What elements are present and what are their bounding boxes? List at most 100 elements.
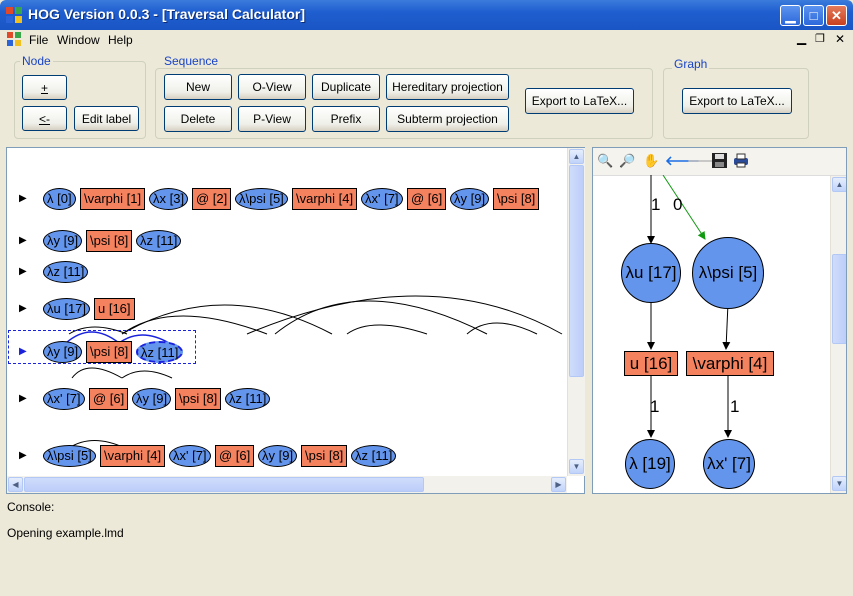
graph-vscrollbar[interactable]: ▲ ▼ [830,176,846,493]
sequence-node[interactable]: λz [11] [225,388,271,410]
graph-panel[interactable]: 🔍 🔎 ✋ 🡐 🡒 1 0 1 1 λu [17] λ\psi [5] u [1… [592,147,847,494]
minimize-icon: ▁ [785,8,796,23]
sequence-node[interactable]: \varphi [4] [292,188,358,210]
sequences-hscroll-thumb[interactable] [24,477,424,492]
menu-window[interactable]: Window [57,33,100,47]
menu-file[interactable]: File [29,33,49,47]
edit-label-button[interactable]: Edit label [74,106,139,131]
menu-help[interactable]: Help [108,33,133,47]
sequence-list: ▶λ [0]\varphi [1]λx [3]@ [2]λ\psi [5]\va… [19,188,540,467]
sequence-node[interactable]: λ\psi [5] [235,188,288,210]
mdi-minimize-icon[interactable]: ▁ [797,31,807,45]
graph-scroll-up-icon[interactable]: ▲ [832,177,846,192]
delete-sequence-button[interactable]: Delete [164,106,232,132]
sequence-node[interactable]: u [16] [94,298,135,320]
sequence-node[interactable]: λy [9] [258,445,298,467]
sequence-node[interactable]: @ [6] [215,445,255,467]
sequences-hscrollbar[interactable]: ◀ ▶ [7,476,567,493]
graph-export-latex-button[interactable]: Export to LaTeX... [682,88,792,114]
zoom-out-icon[interactable]: 🔎 [619,153,636,168]
back-arrow-icon[interactable]: 🡐 [665,153,700,168]
sequence-row-arrow-icon[interactable]: ▶ [19,303,27,314]
graph-group [663,68,809,139]
sequence-node[interactable]: λ [0] [43,188,76,210]
scroll-down-icon[interactable]: ▼ [569,459,584,474]
graph-node[interactable]: λ [19] [625,439,675,489]
sequence-node[interactable]: λy [9] [43,230,83,252]
scroll-right-icon[interactable]: ▶ [551,477,566,492]
sequence-node[interactable]: \varphi [4] [100,445,166,467]
menu-bar: File Window Help ▁ ❐ ✕ [0,30,853,50]
new-sequence-button[interactable]: New [164,74,232,100]
sequence-node[interactable]: λx [3] [149,188,189,210]
add-node-button[interactable]: + [22,75,67,100]
pan-hand-icon[interactable]: ✋ [643,153,660,168]
sequence-row-arrow-icon[interactable]: ▶ [19,193,27,204]
sequence-node[interactable]: @ [2] [192,188,232,210]
graph-node[interactable]: λu [17] [621,243,681,303]
sequence-row-arrow-icon[interactable]: ▶ [19,346,27,357]
print-icon[interactable] [733,153,749,169]
node-group [14,61,146,139]
sequence-row-arrow-icon[interactable]: ▶ [19,235,27,246]
sequence-node[interactable]: λz [11] [136,341,184,363]
sequence-row-arrow-icon[interactable]: ▶ [19,266,27,277]
forward-arrow-icon[interactable]: 🡒 [687,153,722,168]
remove-last-node-button[interactable]: <- [22,106,67,131]
graph-node[interactable]: u [16] [624,351,678,376]
scroll-up-icon[interactable]: ▲ [569,149,584,164]
sequence-node[interactable]: λx' [7] [169,445,211,467]
mdi-restore-icon[interactable]: ❐ [815,33,825,45]
sequence-node[interactable]: λx' [7] [361,188,403,210]
panel-splitter[interactable] [586,147,591,494]
sequence-node[interactable]: λz [11] [351,445,397,467]
scroll-left-icon[interactable]: ◀ [8,477,23,492]
graph-node[interactable]: \varphi [4] [686,351,774,376]
duplicate-button[interactable]: Duplicate [312,74,380,100]
pview-button[interactable]: P-View [238,106,306,132]
sequence-node[interactable]: λy [9] [450,188,490,210]
graph-node[interactable]: λx' [7] [703,439,755,489]
minimize-button[interactable]: ▁ [780,5,801,26]
oview-button[interactable]: O-View [238,74,306,100]
sequence-node[interactable]: λu [17] [43,298,91,320]
mdi-child-icon[interactable] [7,32,21,49]
sequence-node[interactable]: \psi [8] [175,388,222,410]
sequence-node[interactable]: \psi [8] [301,445,348,467]
selected-sequence-frame [8,330,196,364]
console-label: Console: [7,500,55,514]
sequence-node[interactable]: \psi [8] [86,341,133,363]
zoom-in-icon[interactable]: 🔍 [597,153,614,168]
sequences-vscrollbar[interactable]: ▲ ▼ [567,148,585,476]
sequence-node[interactable]: \varphi [1] [80,188,146,210]
graph-edges [647,175,732,438]
sequence-node[interactable]: λx' [7] [43,388,85,410]
sequence-node[interactable]: @ [6] [407,188,447,210]
sequence-node[interactable]: λy [9] [132,388,172,410]
sequence-export-latex-button[interactable]: Export to LaTeX... [525,88,634,114]
subterm-projection-button[interactable]: Subterm projection [386,106,509,132]
console-message: Opening example.lmd [7,526,124,540]
sequence-row-arrow-icon[interactable]: ▶ [19,393,27,404]
graph-vscroll-thumb[interactable] [832,254,846,344]
graph-group-label: Graph [672,57,710,71]
save-disk-icon[interactable] [711,153,727,169]
sequence-group-label: Sequence [162,54,221,68]
graph-scroll-down-icon[interactable]: ▼ [832,476,846,491]
hereditary-projection-button[interactable]: Hereditary projection [386,74,509,100]
maximize-button[interactable]: □ [803,5,824,26]
prefix-button[interactable]: Prefix [312,106,380,132]
sequence-node[interactable]: @ [6] [89,388,129,410]
close-button[interactable]: ✕ [826,5,847,26]
sequences-vscroll-thumb[interactable] [569,165,584,377]
title-bar[interactable]: HOG Version 0.0.3 - [Traversal Calculato… [0,0,853,30]
sequence-node[interactable]: λy [9] [43,341,83,363]
sequence-node[interactable]: λz [11] [43,261,89,283]
mdi-close-icon[interactable]: ✕ [835,32,846,46]
sequence-node[interactable]: λz [11] [136,230,182,252]
sequence-node[interactable]: \psi [8] [86,230,133,252]
sequence-node[interactable]: \psi [8] [493,188,540,210]
sequence-node[interactable]: λ\psi [5] [43,445,96,467]
graph-node[interactable]: λ\psi [5] [692,237,764,309]
sequence-row-arrow-icon[interactable]: ▶ [19,450,27,461]
